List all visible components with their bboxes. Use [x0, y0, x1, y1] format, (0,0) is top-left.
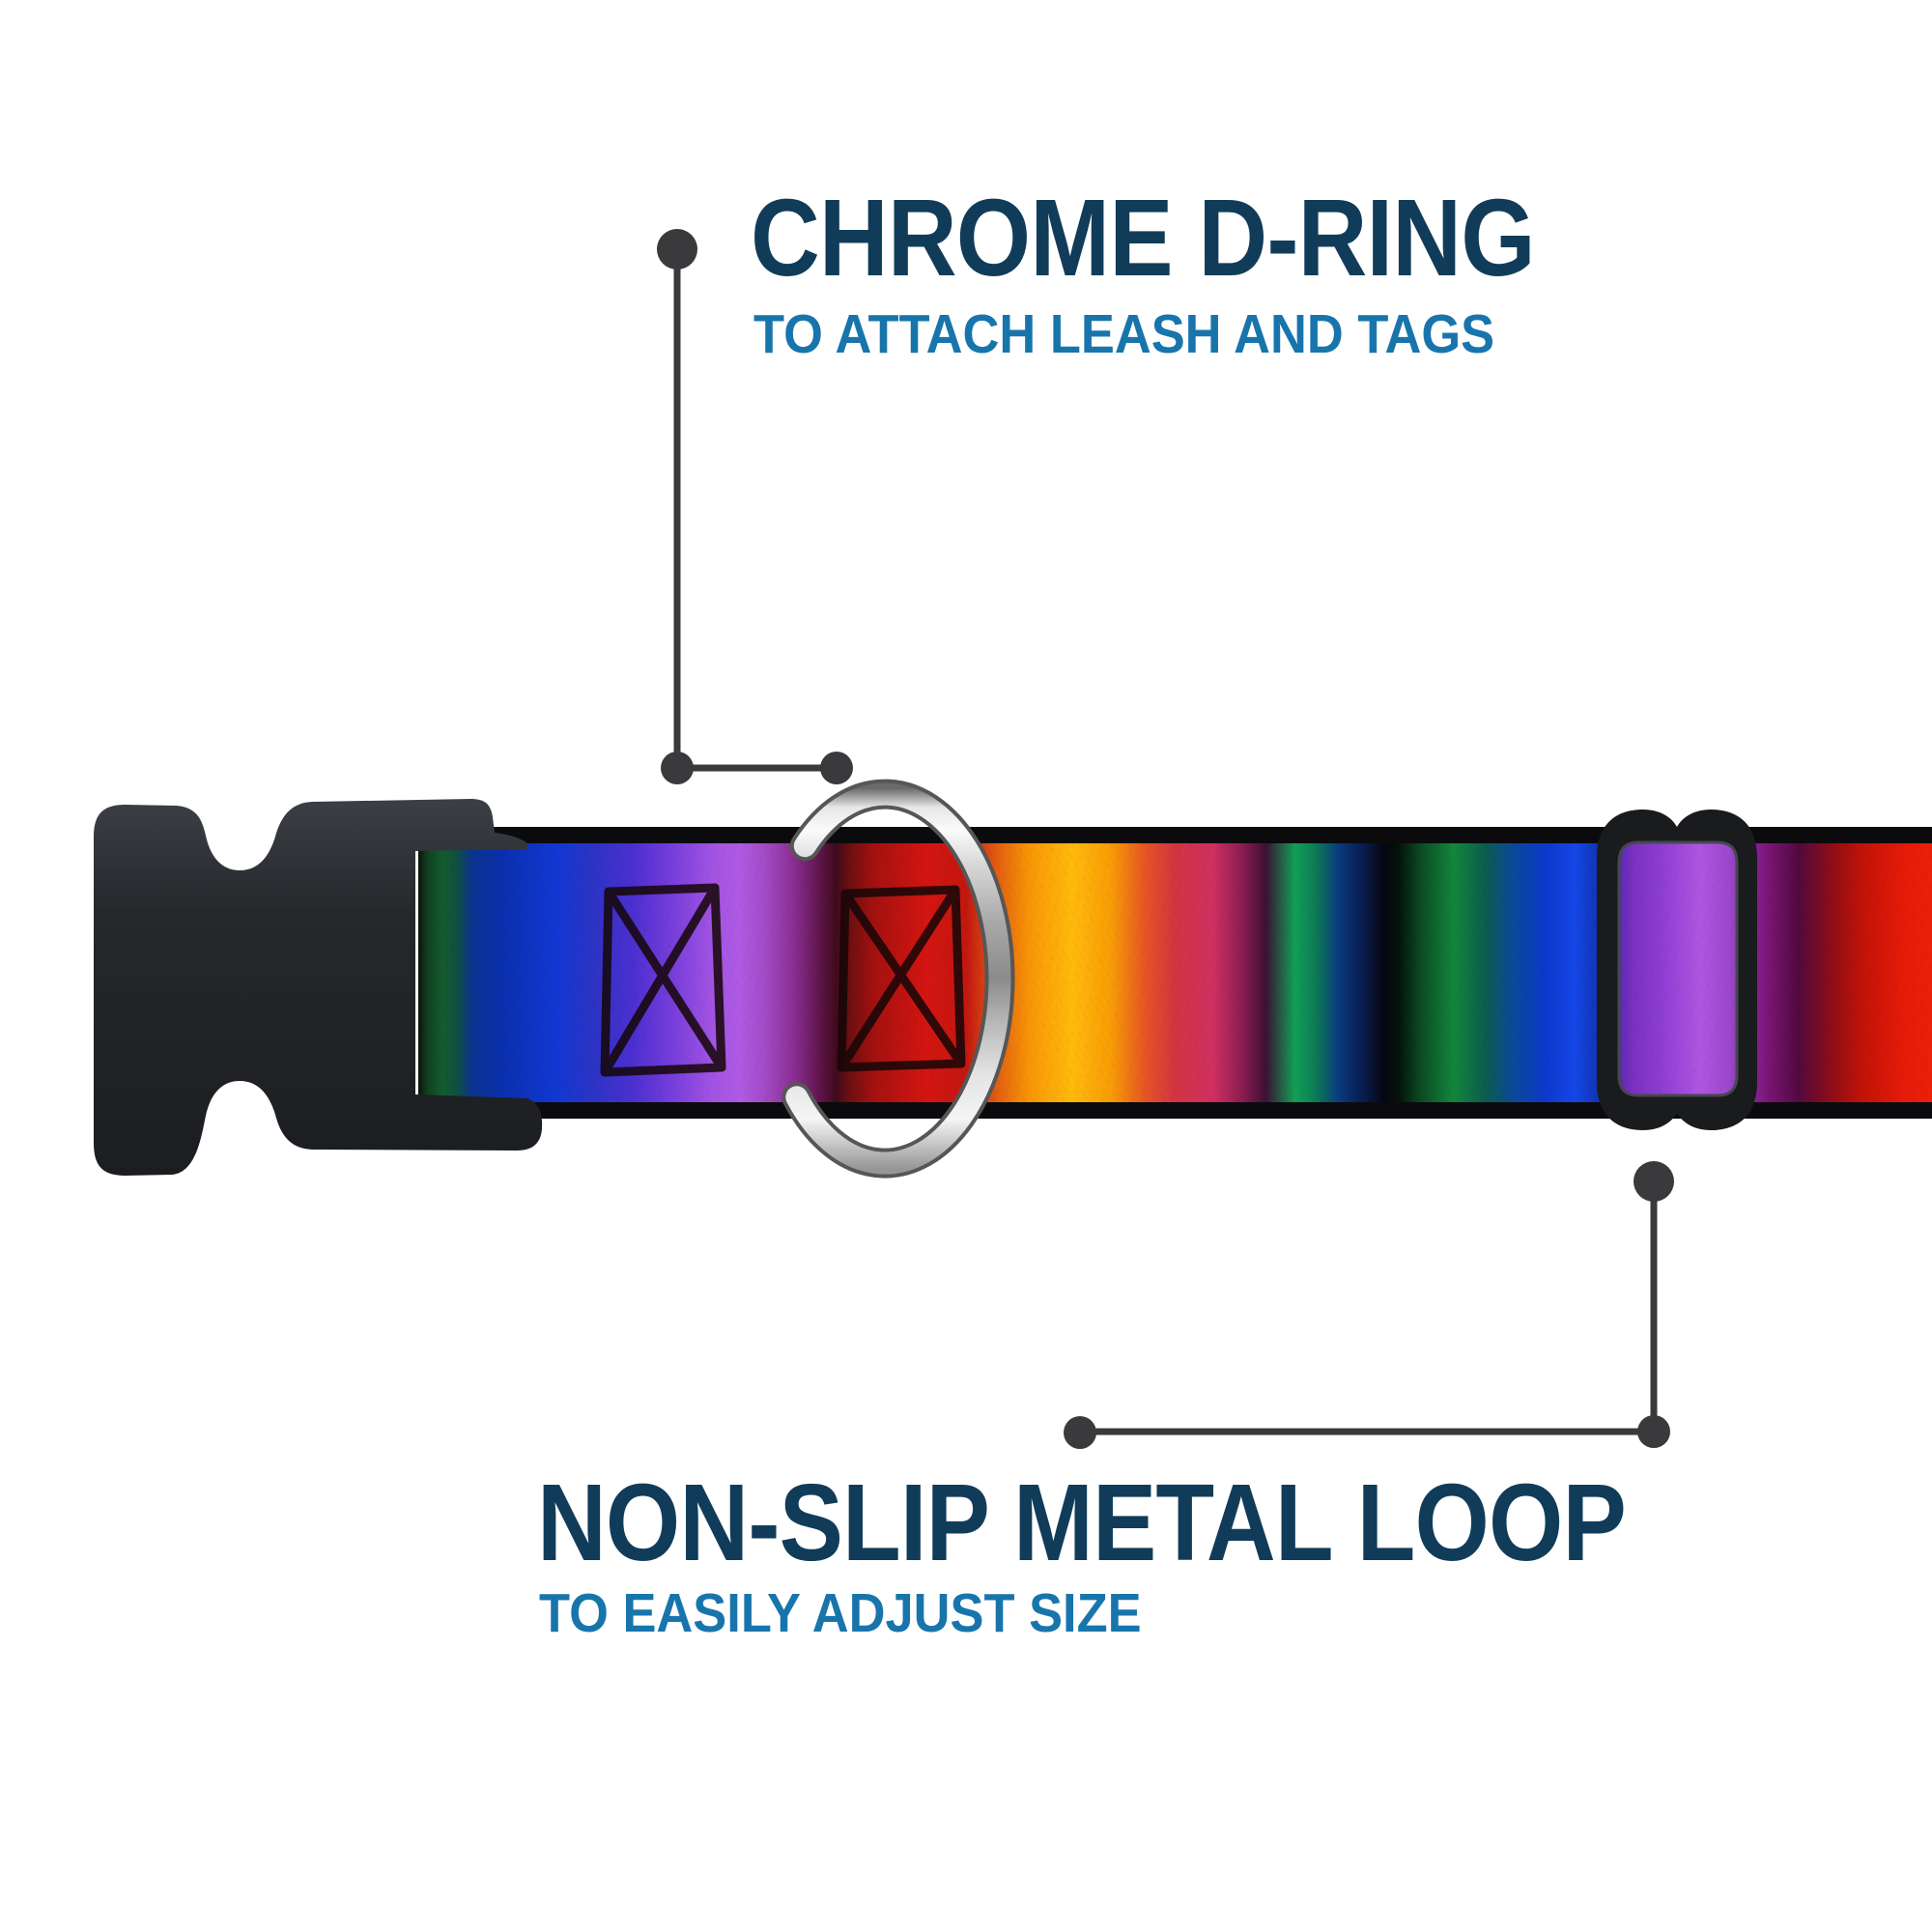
callout-line-metal-loop — [1080, 1181, 1658, 1435]
d-ring-chrome-tube — [785, 782, 1011, 1175]
callout-dot — [1637, 1415, 1670, 1448]
callout-dot — [1064, 1416, 1096, 1449]
x-box-motif-left — [600, 883, 726, 1077]
callout-dot — [661, 752, 694, 784]
d-ring-callout-subtitle: TO ATTACH LEASH AND TAGS — [753, 303, 1495, 365]
metal-loop-callout-subtitle: TO EASILY ADJUST SIZE — [539, 1582, 1142, 1644]
callout-connector-metal-loop — [1080, 1181, 1658, 1435]
adjuster-window-outline — [1617, 840, 1739, 1097]
callout-dots-d-ring — [657, 229, 853, 784]
adjuster-loop-frame — [1597, 810, 1757, 1130]
x-box-motif-right — [837, 885, 966, 1072]
callout-dot — [820, 752, 853, 784]
callout-dot — [657, 229, 697, 270]
chrome-d-ring — [781, 779, 1015, 1179]
adjuster-loop — [1597, 810, 1757, 1130]
metal-loop-callout-title: NON-SLIP METAL LOOP — [537, 1462, 1627, 1583]
callout-dots-metal-loop — [1064, 1161, 1674, 1449]
plastic-buckle — [94, 799, 543, 1176]
callout-dot — [1634, 1161, 1674, 1202]
d-ring-callout-title: CHROME D-RING — [751, 177, 1536, 298]
collar-webbing — [418, 827, 1932, 1119]
